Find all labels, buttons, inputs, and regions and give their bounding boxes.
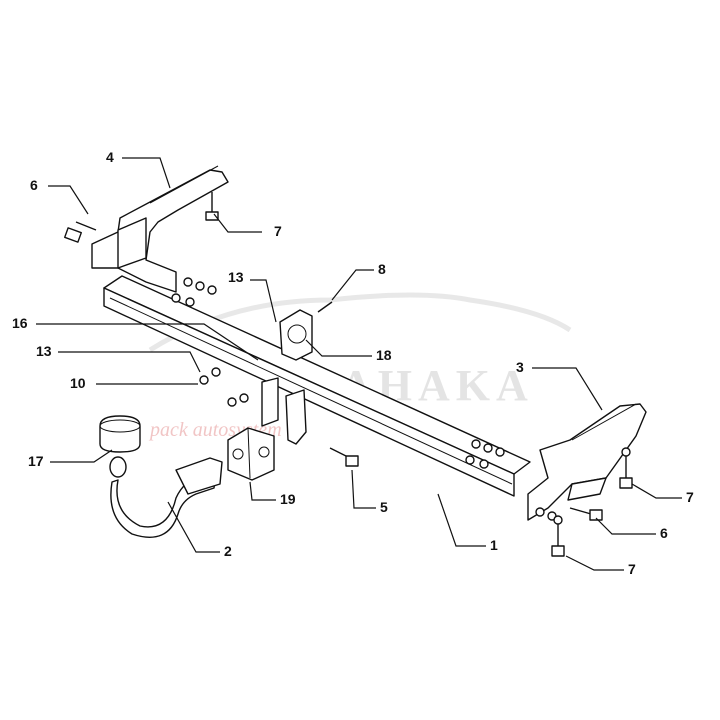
bolt-6-right xyxy=(569,507,603,521)
callout-7-bottom: 7 xyxy=(628,561,636,577)
bolt-5 xyxy=(329,447,359,467)
tow-ball-cap xyxy=(99,415,141,453)
callout-1: 1 xyxy=(490,537,498,553)
left-side-bracket xyxy=(91,165,229,293)
electrical-socket xyxy=(227,427,275,481)
bolt-6-left xyxy=(64,221,97,243)
callout-19: 19 xyxy=(280,491,296,507)
callout-16: 16 xyxy=(12,315,28,331)
center-bracket-left xyxy=(261,377,279,427)
callout-3: 3 xyxy=(516,359,524,375)
callout-7-top: 7 xyxy=(274,223,282,239)
callout-7-right: 7 xyxy=(686,489,694,505)
callout-13-top: 13 xyxy=(228,269,244,285)
right-side-bracket xyxy=(527,403,647,521)
callout-6-right: 6 xyxy=(660,525,668,541)
bolt-7-right xyxy=(619,456,633,489)
fasteners-right xyxy=(465,439,631,525)
callout-6-left: 6 xyxy=(30,177,38,193)
callout-10: 10 xyxy=(70,375,86,391)
bolt-7-bottom xyxy=(551,524,565,557)
watermark-corner: allegro.pl xyxy=(14,703,59,715)
socket-plate xyxy=(279,309,313,361)
callout-13-left: 13 xyxy=(36,343,52,359)
center-bracket-right xyxy=(285,389,307,445)
bolt-7-top xyxy=(205,192,219,221)
callout-4: 4 xyxy=(106,149,114,165)
fasteners-left xyxy=(171,277,249,407)
callout-18: 18 xyxy=(376,347,392,363)
callout-2: 2 xyxy=(224,543,232,559)
leader-lines xyxy=(36,157,682,571)
watermark-car-outline xyxy=(148,292,572,353)
callout-17: 17 xyxy=(28,453,44,469)
callout-8: 8 xyxy=(378,261,386,277)
callouts: 4 6 7 13 8 18 16 13 10 17 2 19 5 1 3 7 6… xyxy=(12,149,694,577)
tow-ball-neck xyxy=(109,456,223,538)
bolt-8 xyxy=(317,301,333,313)
callout-5: 5 xyxy=(380,499,388,515)
main-crossbar xyxy=(103,275,531,497)
